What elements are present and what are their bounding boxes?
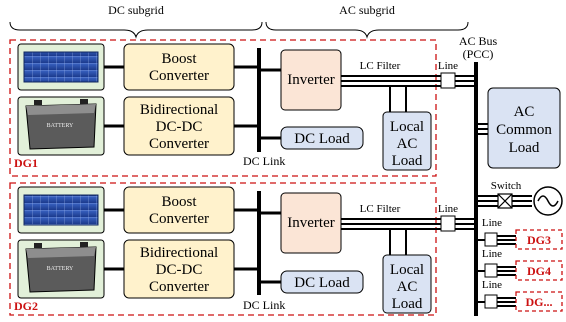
dg1-inverter-label: Inverter <box>287 72 334 88</box>
dc-subgrid-label: DC subgrid <box>108 3 164 17</box>
dg4-label: DG4 <box>527 264 551 278</box>
ac-bus-title: AC Bus <box>459 34 498 48</box>
dc-subgrid-brace: DC subgrid <box>9 3 263 39</box>
ac-common-load: AC Common Load <box>478 87 561 169</box>
dg2-lc-filter-label: LC Filter <box>360 203 401 215</box>
ac-source-icon <box>533 186 563 216</box>
dg3-label: DG3 <box>527 233 551 247</box>
ac-common-load-line1: AC <box>514 104 535 120</box>
dg2-local-line1: Local <box>390 262 424 278</box>
dg1-label: DG1 <box>14 156 38 170</box>
switch-label: Switch <box>491 180 522 192</box>
dg1-pv-panel <box>17 43 105 91</box>
dg2-dc-link-label: DC Link <box>243 298 285 312</box>
dg1-bidir-line1: Bidirectional <box>140 102 218 118</box>
dg1-line-impedance <box>440 72 456 89</box>
dg2-local-line2: AC <box>397 279 418 295</box>
dg1-battery-text: BATTERY <box>47 123 74 129</box>
dg2-dc-load <box>280 270 364 294</box>
dg1-dc-load-label: DC Load <box>294 131 350 147</box>
dg1-dc-link-label: DC Link <box>243 154 285 168</box>
dg4-connection: Line DG4 <box>478 248 563 281</box>
dg2-battery: BATTERY <box>17 239 105 299</box>
dg1-local-ac-load <box>382 111 432 171</box>
dg-more-connection: Line DG... <box>478 279 563 312</box>
dg4-line-label: Line <box>482 248 502 260</box>
dg1-boost-line1: Boost <box>161 51 197 67</box>
dg-more-label: DG... <box>526 295 553 309</box>
dg1-battery: BATTERY <box>17 96 105 156</box>
dg2-local-line3: Load <box>392 296 423 312</box>
dg3-connection: Line DG3 <box>478 217 563 250</box>
grid-switch: Switch <box>478 180 563 216</box>
dg2-inverter-label: Inverter <box>287 215 334 231</box>
dg2-bidir-line2: DC-DC <box>156 262 203 278</box>
dg2-bidir-line1: Bidirectional <box>140 245 218 261</box>
dg1-source-connectors <box>104 65 257 128</box>
dg2-unit: DG2 BATTERY Boost Converter Bidirectiona… <box>9 182 474 316</box>
dg2-battery-text: BATTERY <box>47 266 74 272</box>
dg1-lc-filter-label: LC Filter <box>360 60 401 72</box>
dg1-unit: DG1 BATTERY Boost Converter Bidirectiona… <box>9 39 474 177</box>
dg2-boost-line1: Boost <box>161 194 197 210</box>
dg1-bidir-line3: Converter <box>149 136 209 152</box>
dg1-boundary <box>9 39 437 177</box>
dg2-local-ac-load <box>382 254 432 314</box>
dg2-bidir-line3: Converter <box>149 279 209 295</box>
dg2-pv-panel <box>17 186 105 234</box>
dg2-line-label: Line <box>438 203 458 215</box>
dg1-local-line3: Load <box>392 153 423 169</box>
ac-bus: AC Bus (PCC) <box>459 34 498 316</box>
dg2-dc-load-label: DC Load <box>294 275 350 291</box>
ac-subgrid-label: AC subgrid <box>339 3 395 17</box>
ac-common-load-line3: Load <box>509 140 540 156</box>
dg-more-line-label: Line <box>482 279 502 291</box>
dg1-local-line1: Local <box>390 119 424 135</box>
dg1-dc-link-bar <box>257 48 261 152</box>
dg2-line-impedance <box>440 215 456 232</box>
dg1-line-label: Line <box>438 60 458 72</box>
dg2-boost-line2: Converter <box>149 211 209 227</box>
dg1-bidir-line2: DC-DC <box>156 119 203 135</box>
ac-subgrid-brace: AC subgrid <box>265 3 469 39</box>
dg2-label: DG2 <box>14 299 38 313</box>
dg3-line-label: Line <box>482 217 502 229</box>
dg2-ac-lines <box>341 218 474 255</box>
dg2-boundary <box>9 182 437 316</box>
dg1-boost-line2: Converter <box>149 68 209 84</box>
dg1-ac-lines <box>341 75 474 112</box>
dg1-local-line2: AC <box>397 136 418 152</box>
ac-bus-subtitle: (PCC) <box>463 47 494 61</box>
dg2-dc-link-bar <box>257 191 261 295</box>
ac-common-load-line2: Common <box>496 122 552 138</box>
dg1-dc-load <box>280 126 364 150</box>
dg2-source-connectors <box>104 208 257 271</box>
